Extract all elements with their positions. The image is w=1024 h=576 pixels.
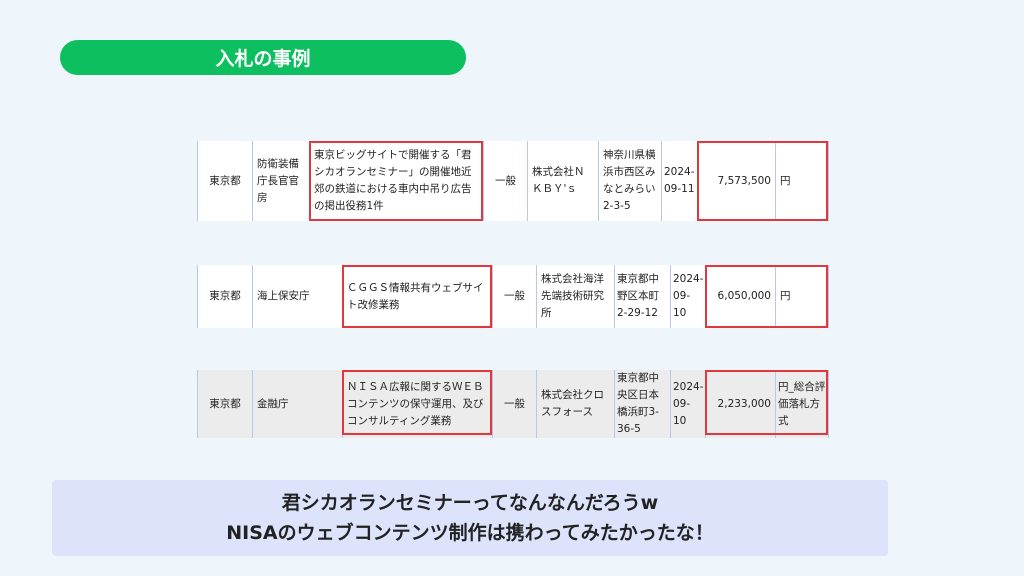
address: 東京都中野区本町2-29-12 xyxy=(614,265,671,328)
bid-type: 一般 xyxy=(483,141,528,221)
bid-title: ＣＧＧＳ情報共有ウェブサイト改修業務 xyxy=(342,265,493,328)
amount: 6,050,000 xyxy=(705,265,776,328)
bid-type: 一般 xyxy=(492,370,537,438)
agency: 海上保安庁 xyxy=(252,265,343,328)
prefecture: 東京都 xyxy=(197,370,253,438)
comment-line-1: 君シカオランセミナーってなんなんだろうw xyxy=(281,492,659,514)
bid-row-1: 東京都 防衛装備庁長官官房 東京ビッグサイトで開催する「君シカオランセミナー」の… xyxy=(197,141,829,221)
comment-box: 君シカオランセミナーってなんなんだろうw NISAのウェブコンテンツ制作は携わっ… xyxy=(52,480,888,556)
bid-row-2: 東京都 海上保安庁 ＣＧＧＳ情報共有ウェブサイト改修業務 一般 株式会社海洋先端… xyxy=(197,265,829,328)
bid-title: ＮＩＳＡ広報に関するＷＥＢコンテンツの保守運用、及びコンサルティング業務 xyxy=(342,370,493,438)
bid-type: 一般 xyxy=(492,265,537,328)
section-title-text: 入札の事例 xyxy=(215,48,311,70)
agency: 防衛装備庁長官官房 xyxy=(252,141,310,221)
comment-line-2: NISAのウェブコンテンツ制作は携わってみたかったな！ xyxy=(226,522,714,544)
unit: 円 xyxy=(775,141,829,221)
agency: 金融庁 xyxy=(252,370,343,438)
prefecture: 東京都 xyxy=(197,141,253,221)
date: 2024-09-10 xyxy=(670,265,706,328)
company: 株式会社海洋先端技術研究所 xyxy=(536,265,615,328)
company: 株式会社クロスフォース xyxy=(536,370,615,438)
bid-row-3: 東京都 金融庁 ＮＩＳＡ広報に関するＷＥＢコンテンツの保守運用、及びコンサルティ… xyxy=(197,370,829,438)
amount: 7,573,500 xyxy=(697,141,776,221)
prefecture: 東京都 xyxy=(197,265,253,328)
date: 2024-09-11 xyxy=(661,141,698,221)
bid-title: 東京ビッグサイトで開催する「君シカオランセミナー」の開催地近郊の鉄道における車内… xyxy=(309,141,484,221)
company: 株式会社ＮＫＢＹ'ｓ xyxy=(527,141,599,221)
unit: 円 xyxy=(775,265,829,328)
unit: 円_総合評価落札方式 xyxy=(775,370,829,438)
address: 東京都中央区日本橋浜町3-36-5 xyxy=(614,370,671,438)
address: 神奈川県横浜市西区みなとみらい2-3-5 xyxy=(598,141,662,221)
amount: 2,233,000 xyxy=(705,370,776,438)
section-title: 入札の事例 xyxy=(60,40,466,75)
date: 2024-09-10 xyxy=(670,370,706,438)
